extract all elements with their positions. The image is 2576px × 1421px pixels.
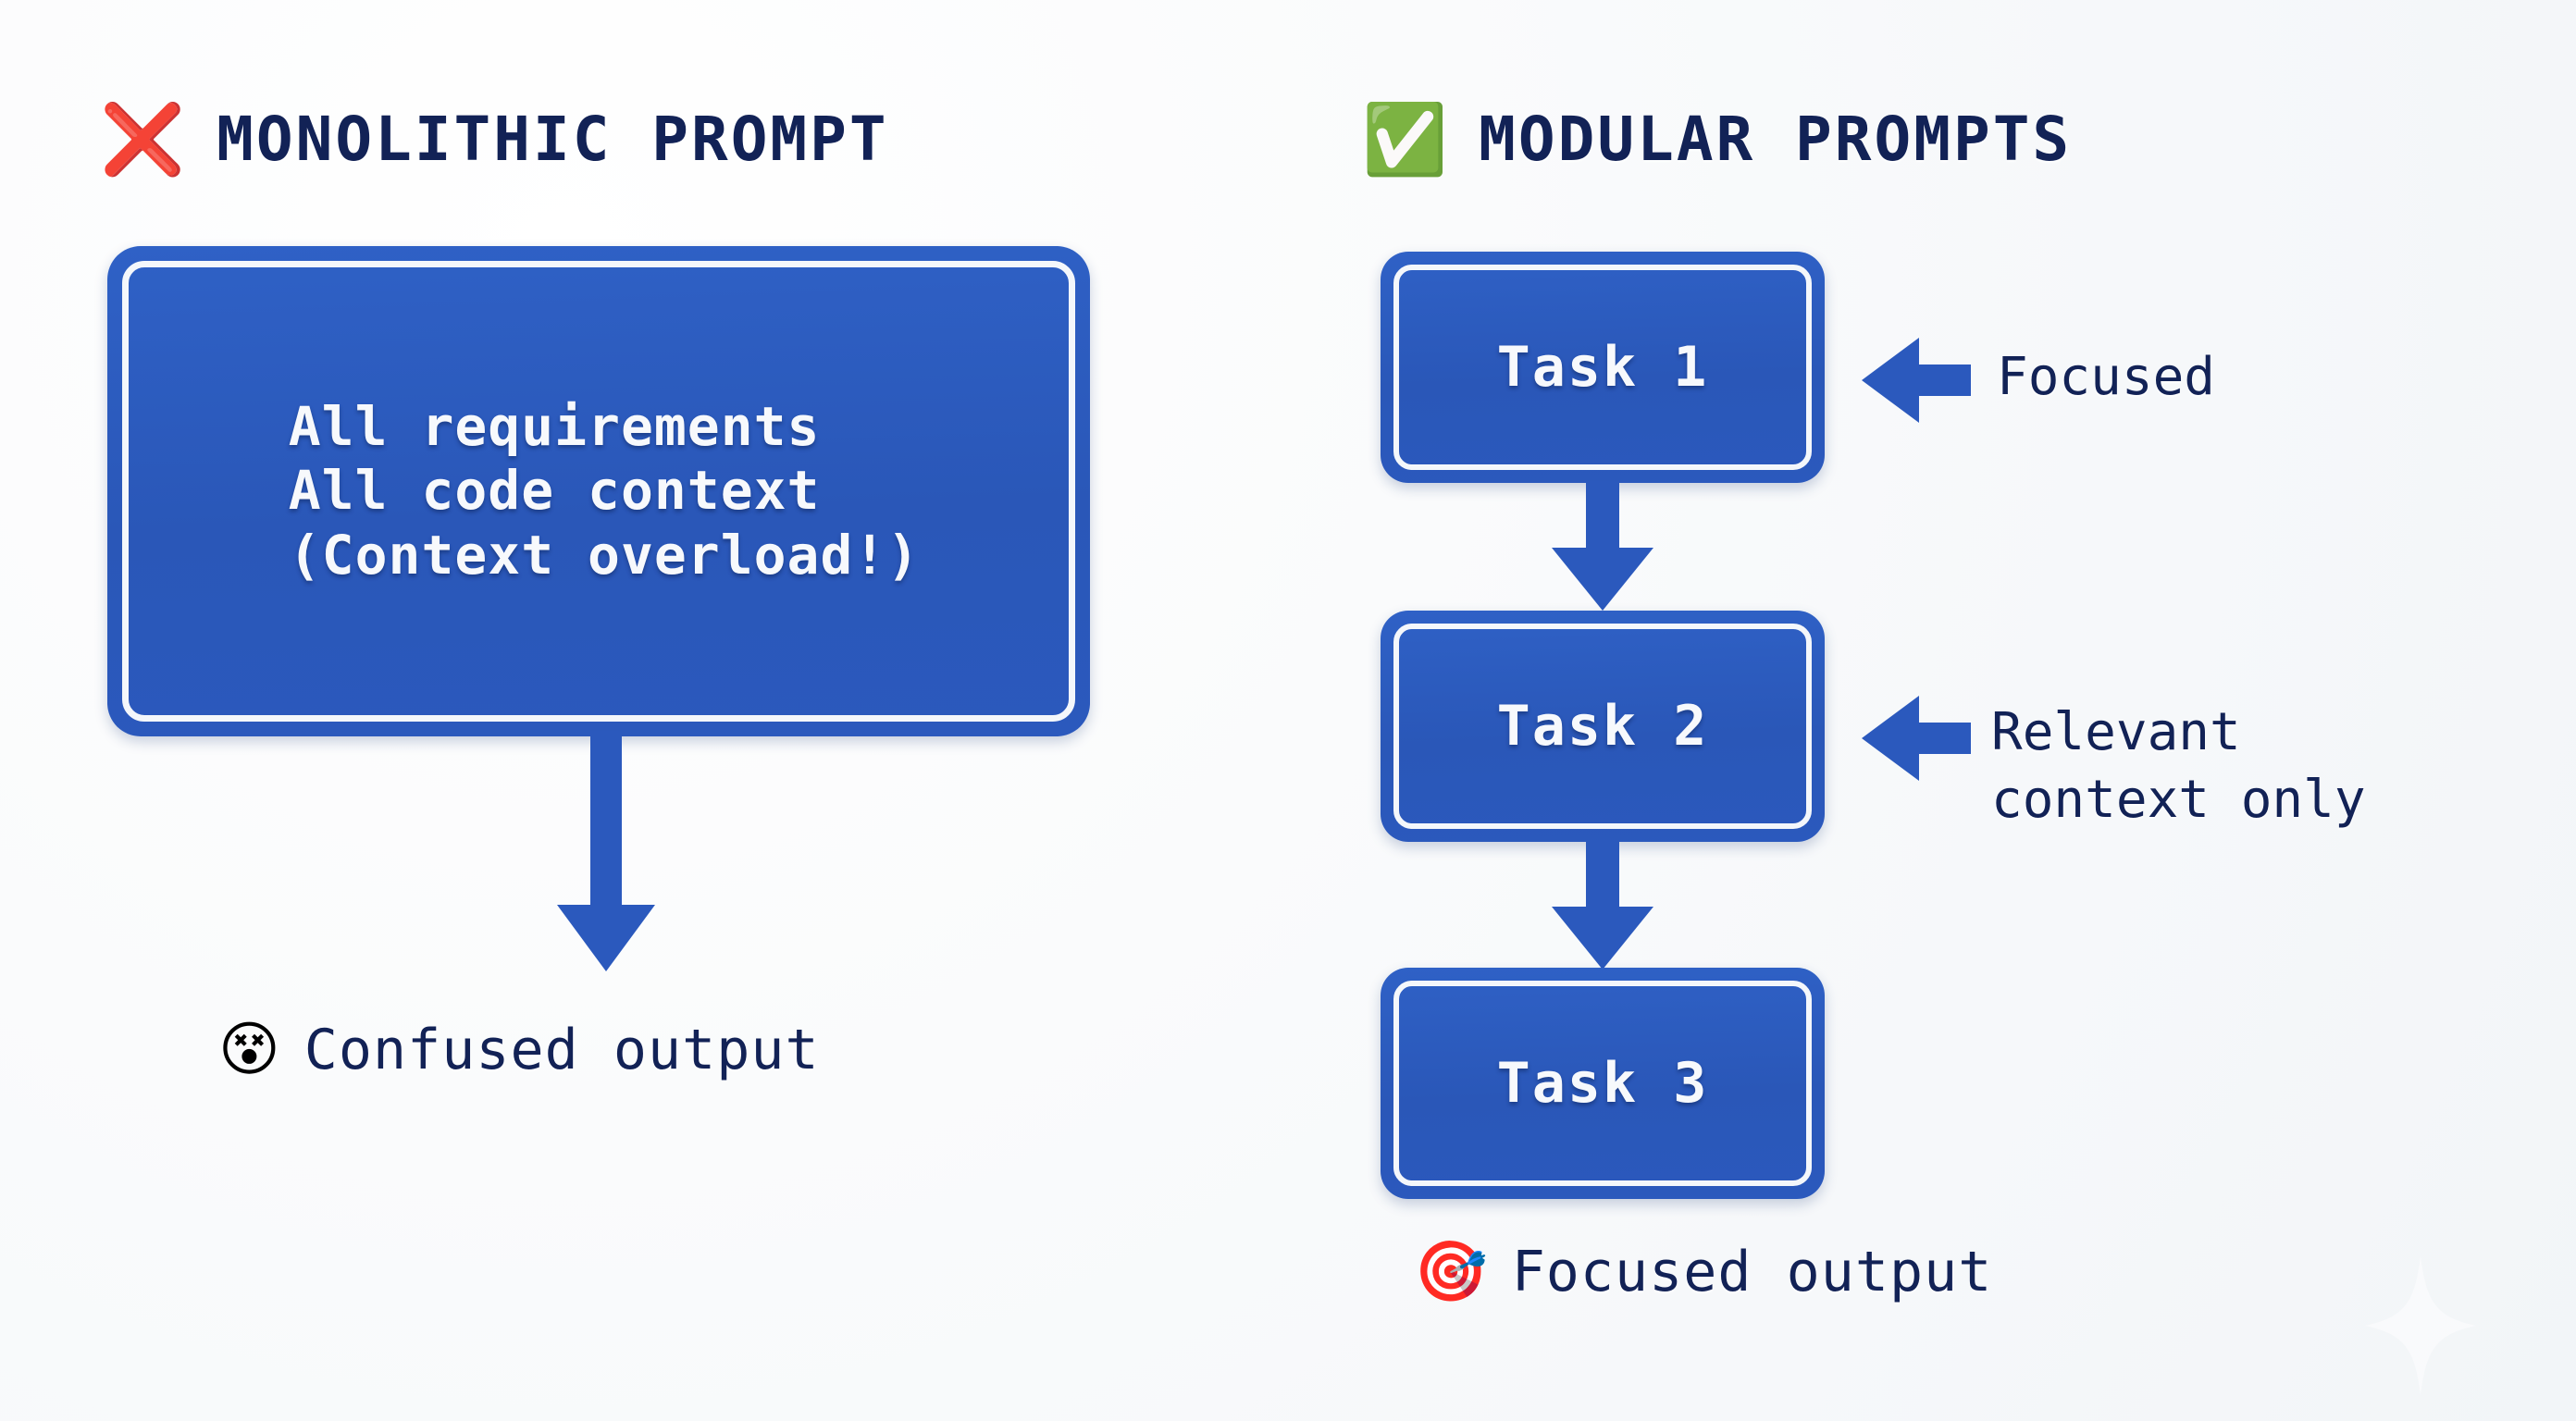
task-flow-arrow-1-icon — [1551, 481, 1654, 611]
task-box-1-label: Task 1 — [1496, 335, 1709, 400]
arrow-head — [1862, 338, 1919, 423]
focused-output-line: 🎯 Focused output — [1414, 1240, 1992, 1304]
task-box-1: Task 1 — [1381, 252, 1825, 483]
task-box-3: Task 3 — [1381, 968, 1825, 1199]
direct-hit-icon: 🎯 — [1414, 1238, 1488, 1306]
confused-output-line: 😵 Confused output — [218, 1018, 820, 1082]
monolithic-heading: ❌ MONOLITHIC PROMPT — [100, 104, 889, 175]
callout-arrow-left-1-icon — [1862, 338, 1971, 423]
monolithic-flow-arrow-icon — [555, 731, 657, 971]
sparkle-watermark-icon — [2365, 1256, 2476, 1395]
monolithic-heading-label: MONOLITHIC PROMPT — [217, 104, 889, 175]
task-box-2: Task 2 — [1381, 611, 1825, 842]
callout-label-relevant-context: Relevant context only — [1991, 702, 2366, 830]
check-mark-button-icon: ✅ — [1362, 99, 1448, 179]
confused-output-label: Confused output — [303, 1018, 820, 1082]
callout-arrow-left-2-icon — [1862, 696, 1971, 781]
dizzy-face-icon: 😵 — [218, 1016, 280, 1084]
arrow-shaft — [1913, 365, 1971, 396]
modular-heading: ✅ MODULAR PROMPTS — [1362, 104, 2072, 175]
callout-label-focused: Focused — [1997, 347, 2216, 407]
focused-output-label: Focused output — [1511, 1240, 1993, 1304]
arrow-head — [1862, 696, 1919, 781]
task-box-2-label: Task 2 — [1496, 694, 1709, 759]
monolithic-prompt-box: All requirements All code context (Conte… — [107, 246, 1090, 736]
task-flow-arrow-2-icon — [1551, 840, 1654, 970]
modular-heading-label: MODULAR PROMPTS — [1479, 104, 2073, 175]
arrow-shaft — [1586, 840, 1619, 908]
arrow-head — [557, 905, 655, 971]
arrow-head — [1552, 548, 1653, 611]
arrow-head — [1552, 907, 1653, 970]
arrow-shaft — [1913, 723, 1971, 754]
arrow-shaft — [590, 731, 622, 908]
arrow-shaft — [1586, 481, 1619, 550]
task-box-3-label: Task 3 — [1496, 1051, 1709, 1116]
monolithic-prompt-text: All requirements All code context (Conte… — [288, 394, 921, 587]
cross-mark-icon: ❌ — [100, 99, 186, 179]
